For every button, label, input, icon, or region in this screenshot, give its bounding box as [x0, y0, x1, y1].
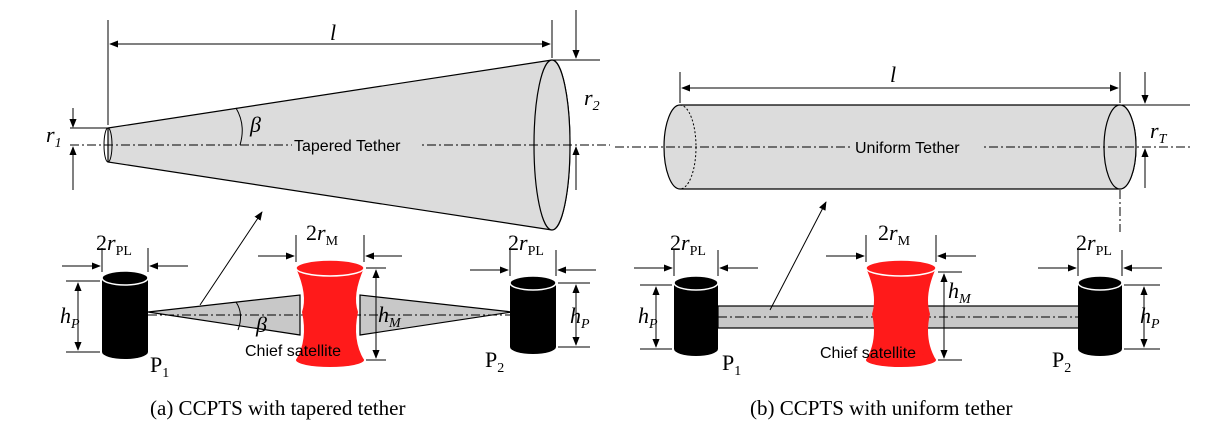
payload-p1-b: [674, 283, 718, 349]
p2a-height-label: hP: [570, 303, 590, 332]
p1b-width-label: 2rPL: [670, 230, 706, 259]
payload-p1-a-bottom: [102, 345, 148, 359]
p1-label-b: P1: [722, 350, 741, 379]
tapered-label-bg: [292, 135, 422, 155]
p2b-width-label: 2rPL: [1076, 230, 1112, 259]
r2-label: r2: [584, 85, 600, 114]
p1a-height-label: hP: [60, 303, 80, 332]
r1-label: r1: [46, 122, 62, 151]
payload-p1-b-top: [673, 275, 719, 291]
payload-p2-a-top: [509, 275, 557, 291]
caption-a: (a) CCPTS with tapered tether: [150, 396, 405, 420]
system-a: β 2rPL hP P1 Chief satellite 2rM: [60, 211, 596, 381]
payload-p1-a: [102, 278, 148, 352]
beta-arc-b: [235, 301, 242, 331]
chief-satellite-label-a: Chief satellite: [245, 343, 341, 360]
p2b-height-label: hP: [1140, 303, 1160, 332]
p1-label-a: P1: [150, 352, 169, 381]
chief-satellite-label-b: Chief satellite: [820, 345, 916, 362]
payload-p2-b-top: [1077, 275, 1123, 291]
chief-satellite-b-bottom: [866, 353, 936, 367]
chief-satellite-b-top: [865, 259, 937, 277]
beta-arc-a: [235, 107, 243, 146]
payload-p1-b-bottom: [674, 342, 718, 356]
payload-p2-b: [1078, 283, 1122, 349]
tapered-tether-detail: l r1 r2 β Tapered Tether: [46, 10, 610, 231]
chief-satellite-b: [866, 268, 936, 360]
p2-label-b: P2: [1052, 347, 1071, 376]
p2a-width-label: 2rPL: [508, 230, 544, 259]
length-label-a: l: [330, 20, 336, 45]
cylinder-left-hidden-edge: [679, 104, 697, 190]
mb-height-label: hM: [948, 278, 972, 307]
caption-b: (b) CCPTS with uniform tether: [750, 396, 1012, 420]
p1b-height-label: hP: [638, 303, 658, 332]
pointer-arrow-a: [199, 211, 263, 306]
mb-width-label: 2rM: [878, 220, 911, 249]
chief-satellite-a-top: [295, 259, 365, 277]
chief-satellite-a: [296, 268, 364, 360]
p2-label-a: P2: [485, 347, 504, 376]
chief-satellite-a-bottom: [296, 353, 364, 367]
payload-p2-a-bottom: [510, 340, 556, 354]
payload-p2-b-bottom: [1078, 342, 1122, 356]
rT-label: rT: [1150, 118, 1168, 147]
uniform-label-bg: [852, 137, 984, 157]
p1a-width-label: 2rPL: [96, 230, 132, 259]
payload-p1-a-top: [101, 270, 149, 286]
length-label-b: l: [890, 62, 896, 87]
beta-label-b: β: [255, 312, 267, 337]
system-b: 2rPL hP P1 Chief satellite 2rM hM 2rPL: [634, 201, 1162, 379]
uniform-tether-label: Uniform Tether: [855, 140, 960, 157]
ma-width-label: 2rM: [306, 220, 339, 249]
beta-label-a: β: [249, 112, 261, 137]
ma-height-label: hM: [378, 302, 402, 331]
payload-p2-a: [510, 283, 556, 347]
pointer-arrow-b: [769, 201, 827, 311]
tapered-tether-label: Tapered Tether: [294, 138, 401, 155]
uniform-tether-detail: l rT Uniform Tether: [615, 62, 1190, 232]
